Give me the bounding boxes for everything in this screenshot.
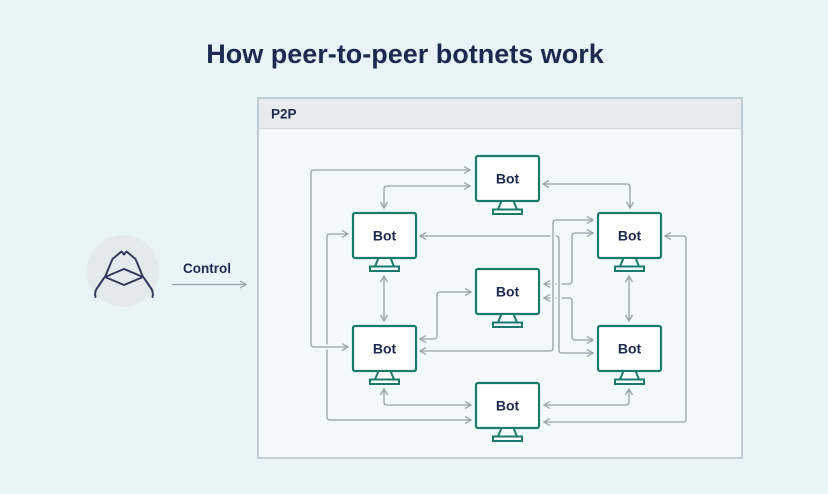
control-label: Control [183, 261, 231, 276]
bot-label: Bot [496, 284, 520, 300]
monitor-base-icon [614, 265, 645, 272]
monitor-stand-icon [496, 313, 519, 324]
monitor-base-icon [492, 435, 523, 442]
bot-label: Bot [618, 228, 642, 244]
bot-node-bottom: Bot [474, 381, 541, 442]
edge-upper-right-to-bottom [542, 231, 689, 427]
monitor-stand-icon [618, 370, 641, 381]
bot-label: Bot [618, 341, 642, 357]
bot-label: Bot [373, 341, 397, 357]
p2p-box-header [259, 99, 741, 128]
edge-upper-left-to-top [379, 181, 472, 210]
bot-node-upper-left: Bot [351, 211, 418, 272]
monitor-stand-icon [618, 257, 641, 268]
avatar-circle [87, 235, 159, 307]
bot-node-top: Bot [474, 154, 541, 215]
p2p-box-label: P2P [271, 107, 297, 122]
monitor-base-icon [614, 378, 645, 385]
attacker-avatar [87, 235, 159, 307]
edges-layer [308, 165, 689, 427]
bot-label: Bot [496, 398, 520, 414]
bot-node-lower-right: Bot [596, 324, 663, 385]
edge-lower-left-to-center [418, 287, 473, 344]
page-title: How peer-to-peer botnets work [206, 39, 605, 69]
monitor-stand-icon [373, 257, 396, 268]
edge-upper-left-to-bottom [324, 229, 473, 425]
monitor-base-icon [369, 265, 400, 272]
monitor-base-icon [369, 378, 400, 385]
monitor-stand-icon [373, 370, 396, 381]
bot-node-upper-right: Bot [596, 211, 663, 272]
bot-node-lower-left: Bot [351, 324, 418, 385]
bot-label: Bot [496, 171, 520, 187]
bot-node-center: Bot [474, 267, 541, 328]
bot-label: Bot [373, 228, 397, 244]
monitor-stand-icon [496, 427, 519, 438]
edge-lower-left-to-bottom [379, 387, 473, 410]
monitor-base-icon [492, 208, 523, 215]
monitor-base-icon [492, 321, 523, 328]
edge-top-to-upper-right [541, 179, 635, 210]
hacker-hood-icon [94, 250, 154, 298]
monitor-stand-icon [496, 200, 519, 211]
edge-top-to-lower-left [308, 165, 472, 352]
